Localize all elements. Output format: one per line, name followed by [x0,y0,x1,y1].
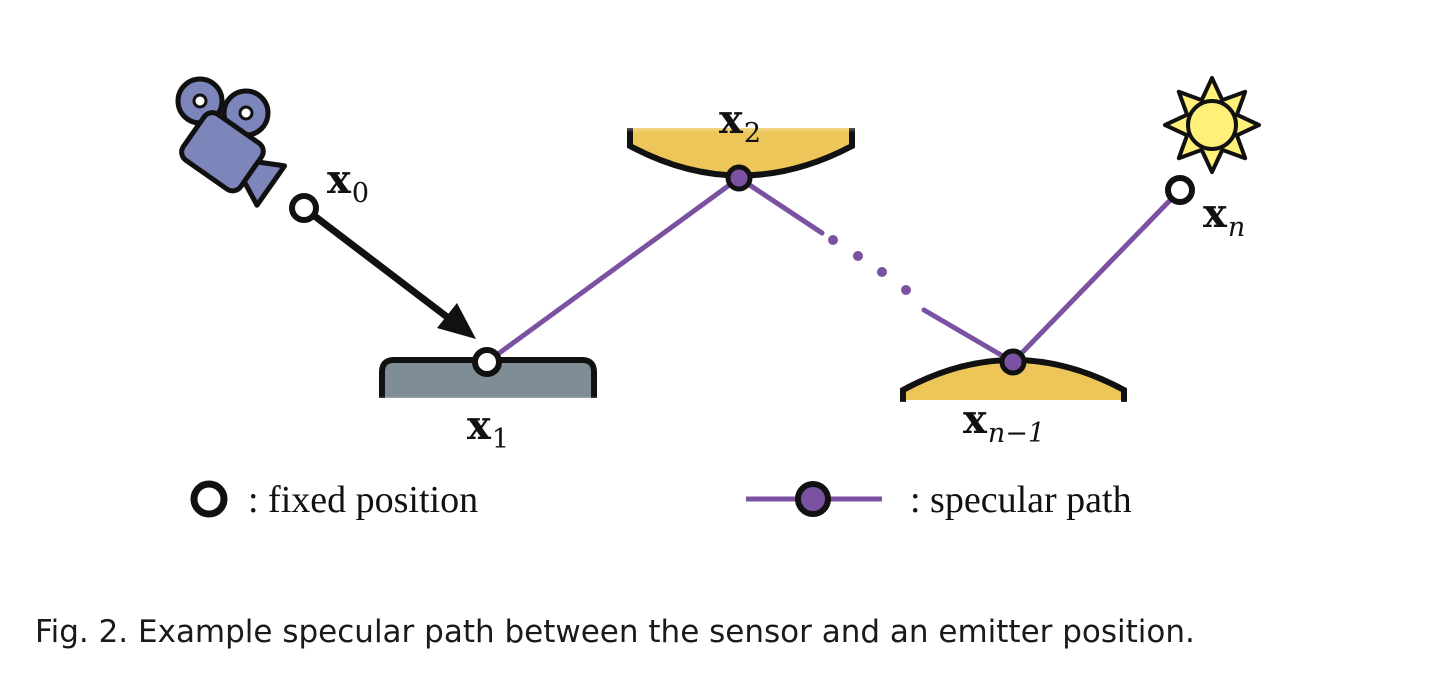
video-camera-icon [175,76,288,208]
sun-icon [1163,76,1261,174]
vertex-xn1 [999,348,1027,376]
camera-ray [300,204,476,339]
specular-surface-x2 [624,118,860,179]
legend-specular-label: : specular path [910,479,1132,521]
figure-caption: Fig. 2. Example specular path between th… [35,614,1195,650]
label-xn: xn [1203,190,1246,243]
legend-specular-marker [746,481,882,517]
vertex-x2 [725,164,753,192]
vertex-x0 [289,193,319,223]
label-x1: x1 [467,402,510,455]
label-x2: x2 [719,96,762,149]
specular-path [484,175,1183,365]
legend-fixed-marker [190,480,228,518]
vertex-x1 [472,347,502,377]
legend-fixed-label: : fixed position [248,479,479,521]
label-xn1: xn−1 [963,396,1046,449]
ellipsis-dots [828,235,911,295]
vertex-xn [1165,175,1195,205]
label-x0: x0 [327,156,370,209]
